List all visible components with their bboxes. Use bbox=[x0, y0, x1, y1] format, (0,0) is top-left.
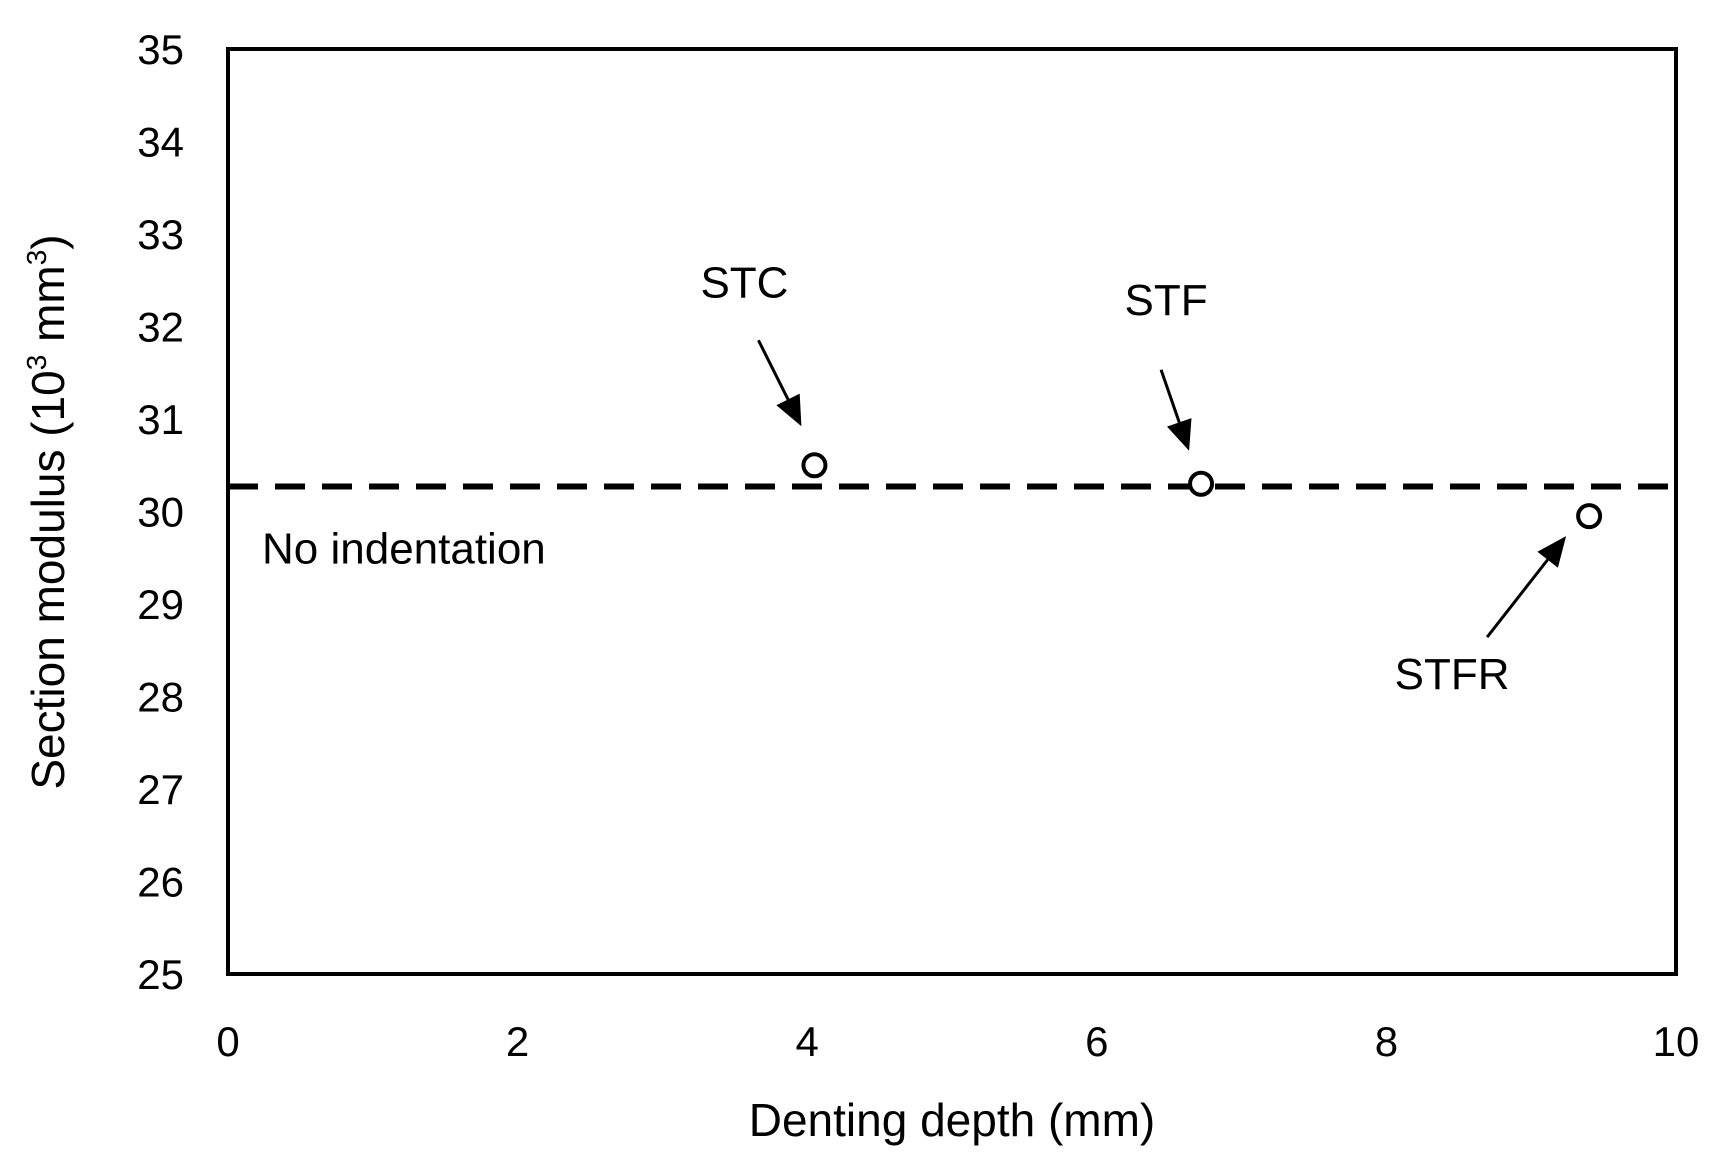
data-points bbox=[801, 452, 1603, 530]
y-axis-title-prefix: Section modulus (10 bbox=[22, 370, 74, 789]
annotation-arrowhead-stf bbox=[1167, 418, 1192, 451]
x-tick-label: 2 bbox=[506, 1018, 529, 1065]
x-tick-label: 4 bbox=[796, 1018, 819, 1065]
annotation-label-stc: STC bbox=[700, 258, 788, 307]
annotation-label-stfr: STFR bbox=[1395, 650, 1510, 699]
annotation-arrow-stfr bbox=[1485, 558, 1549, 639]
y-axis-title: Section modulus (103 mm3) bbox=[21, 234, 74, 789]
data-point-stc bbox=[801, 452, 828, 479]
annotation-arrowhead-stc bbox=[776, 393, 802, 427]
y-tick-label: 26 bbox=[137, 859, 184, 906]
data-point-stf bbox=[1188, 470, 1215, 497]
y-tick-label: 25 bbox=[137, 951, 184, 998]
x-tick-label: 0 bbox=[216, 1018, 239, 1065]
no-indentation-label: No indentation bbox=[262, 525, 546, 574]
y-tick-label: 27 bbox=[137, 766, 184, 813]
data-point-stfr bbox=[1576, 503, 1603, 530]
x-tick-label: 8 bbox=[1375, 1018, 1398, 1065]
plot-area-frame bbox=[226, 47, 1678, 976]
y-tick-label: 34 bbox=[137, 119, 184, 166]
annotation-arrow-stf bbox=[1159, 369, 1181, 423]
y-tick-label: 28 bbox=[137, 674, 184, 721]
x-tick-label: 6 bbox=[1085, 1018, 1108, 1065]
y-tick-label: 35 bbox=[137, 26, 184, 73]
x-tick-label: 10 bbox=[1653, 1018, 1700, 1065]
x-tick-labels: 0 2 4 6 8 10 bbox=[216, 1018, 1699, 1065]
annotation-label-stf: STF bbox=[1125, 276, 1208, 325]
y-axis-title-unit: mm bbox=[22, 265, 74, 354]
y-tick-label: 33 bbox=[137, 211, 184, 258]
y-axis-title-exponent-1: 3 bbox=[21, 355, 52, 371]
annotation-arrow-stc bbox=[757, 339, 790, 401]
y-axis-title-exponent-2: 3 bbox=[21, 250, 52, 266]
y-tick-label: 29 bbox=[137, 581, 184, 628]
y-axis-title-suffix: ) bbox=[22, 234, 74, 249]
annotation-arrowhead-stfr bbox=[1537, 536, 1567, 568]
y-tick-label: 32 bbox=[137, 304, 184, 351]
point-annotations: STC STF STFR bbox=[700, 258, 1567, 699]
y-tick-label: 31 bbox=[137, 396, 184, 443]
y-tick-label: 30 bbox=[137, 489, 184, 536]
y-tick-labels: 25 26 27 28 29 30 31 32 33 34 35 bbox=[137, 26, 184, 998]
x-axis-title: Denting depth (mm) bbox=[749, 1094, 1156, 1146]
